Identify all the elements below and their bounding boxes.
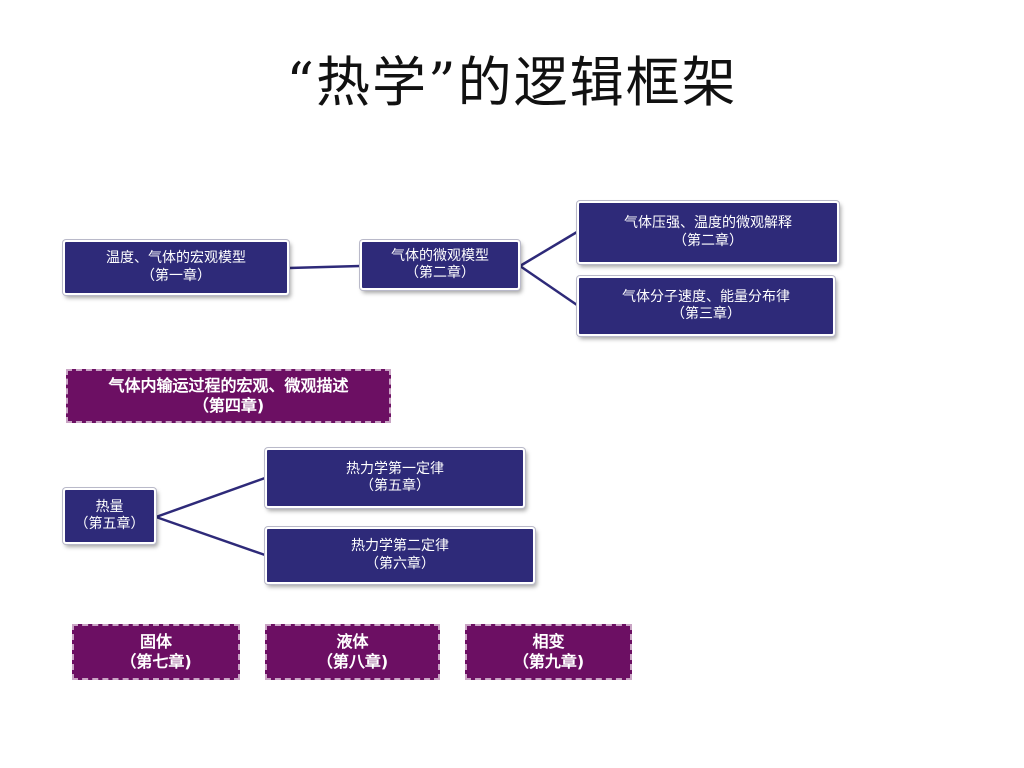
node-phase-transition: 相变 （第九章) — [465, 624, 632, 680]
node-chapter: （第六章） — [365, 555, 435, 572]
node-chapter: （第九章) — [512, 652, 585, 671]
node-chapter: （第二章） — [405, 265, 475, 281]
node-label: 气体内输运过程的宏观、微观描述 — [108, 376, 349, 395]
node-solid: 固体 （第七章) — [72, 624, 240, 680]
node-temperature-macro-model: 温度、气体的宏观模型 （第一章） — [63, 240, 289, 295]
node-label: 气体的微观模型 — [391, 247, 489, 264]
node-liquid: 液体 （第八章) — [265, 624, 440, 680]
node-chapter: （第一章） — [141, 267, 211, 284]
node-transport-process: 气体内输运过程的宏观、微观描述 （第四章) — [66, 369, 391, 423]
node-label: 相变 — [532, 632, 565, 651]
connector-heat-to-second — [155, 515, 266, 557]
node-label: 气体压强、温度的微观解释 — [624, 215, 792, 231]
connector-temp-to-micro — [288, 264, 361, 270]
node-pressure-temperature-micro: 气体压强、温度的微观解释 （第二章） — [577, 201, 839, 264]
connector-micro-to-pressure — [519, 230, 578, 268]
node-label: 液体 — [336, 632, 369, 651]
node-label: 气体分子速度、能量分布律 — [622, 288, 790, 305]
node-chapter: （第二章） — [673, 232, 743, 249]
node-speed-energy-distribution: 气体分子速度、能量分布律 （第三章） — [577, 276, 835, 336]
node-gas-micro-model: 气体的微观模型 （第二章） — [360, 240, 520, 290]
node-chapter: （第五章） — [74, 516, 145, 532]
connector-heat-to-first — [155, 476, 266, 519]
page-title: “热学”的逻辑框架 — [286, 51, 738, 114]
node-chapter: （第五章） — [360, 478, 430, 494]
node-label: 温度、气体的宏观模型 — [106, 250, 246, 266]
node-second-law: 热力学第二定律 （第六章） — [265, 527, 535, 584]
node-first-law: 热力学第一定律 （第五章） — [265, 448, 525, 508]
node-label: 固体 — [139, 632, 172, 651]
node-chapter: （第八章) — [316, 652, 389, 671]
node-label: 热力学第二定律 — [351, 538, 449, 554]
node-chapter: （第七章) — [120, 652, 192, 671]
node-chapter: （第四章) — [192, 396, 265, 415]
node-chapter: （第三章） — [671, 306, 741, 322]
node-label: 热力学第一定律 — [346, 460, 444, 477]
node-heat: 热量 （第五章） — [63, 488, 156, 544]
connector-micro-to-speed — [519, 264, 578, 307]
node-label: 热量 — [95, 498, 124, 515]
